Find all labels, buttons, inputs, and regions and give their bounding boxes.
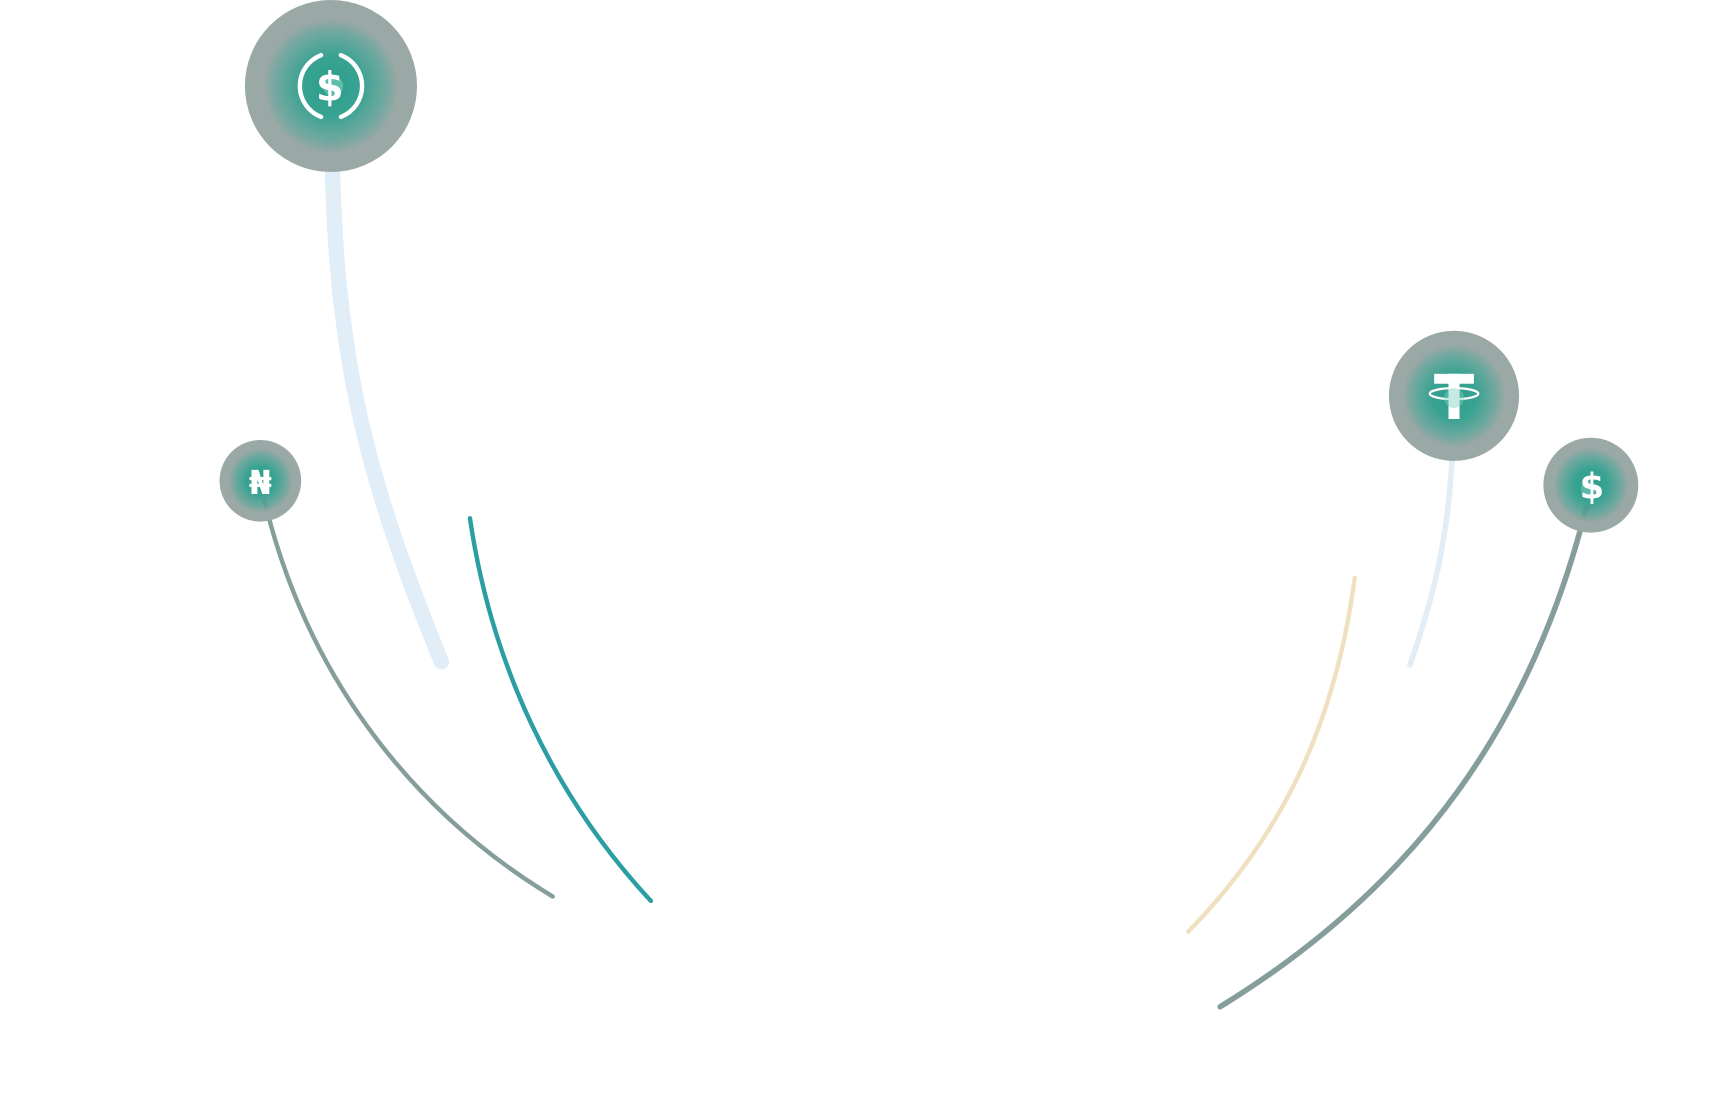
tether-coin (1388, 330, 1520, 461)
teal-arc (467, 516, 654, 904)
naira-trail (262, 499, 555, 899)
tether-icon (1428, 373, 1480, 420)
naira-icon: ₦ (249, 463, 272, 502)
usdc-dollar-circle-icon: $ (297, 52, 365, 120)
usd-coin: $ (1543, 437, 1639, 533)
tether-trail (1407, 438, 1456, 668)
naira-coin: ₦ (219, 439, 302, 522)
usdc-trail (324, 135, 450, 670)
usdc-glyph: $ (316, 64, 344, 110)
beige-arc (1185, 575, 1357, 934)
dollar-icon: $ (1580, 466, 1605, 507)
usd-trail (1217, 504, 1590, 1010)
usdc-coin: $ (244, 0, 418, 173)
